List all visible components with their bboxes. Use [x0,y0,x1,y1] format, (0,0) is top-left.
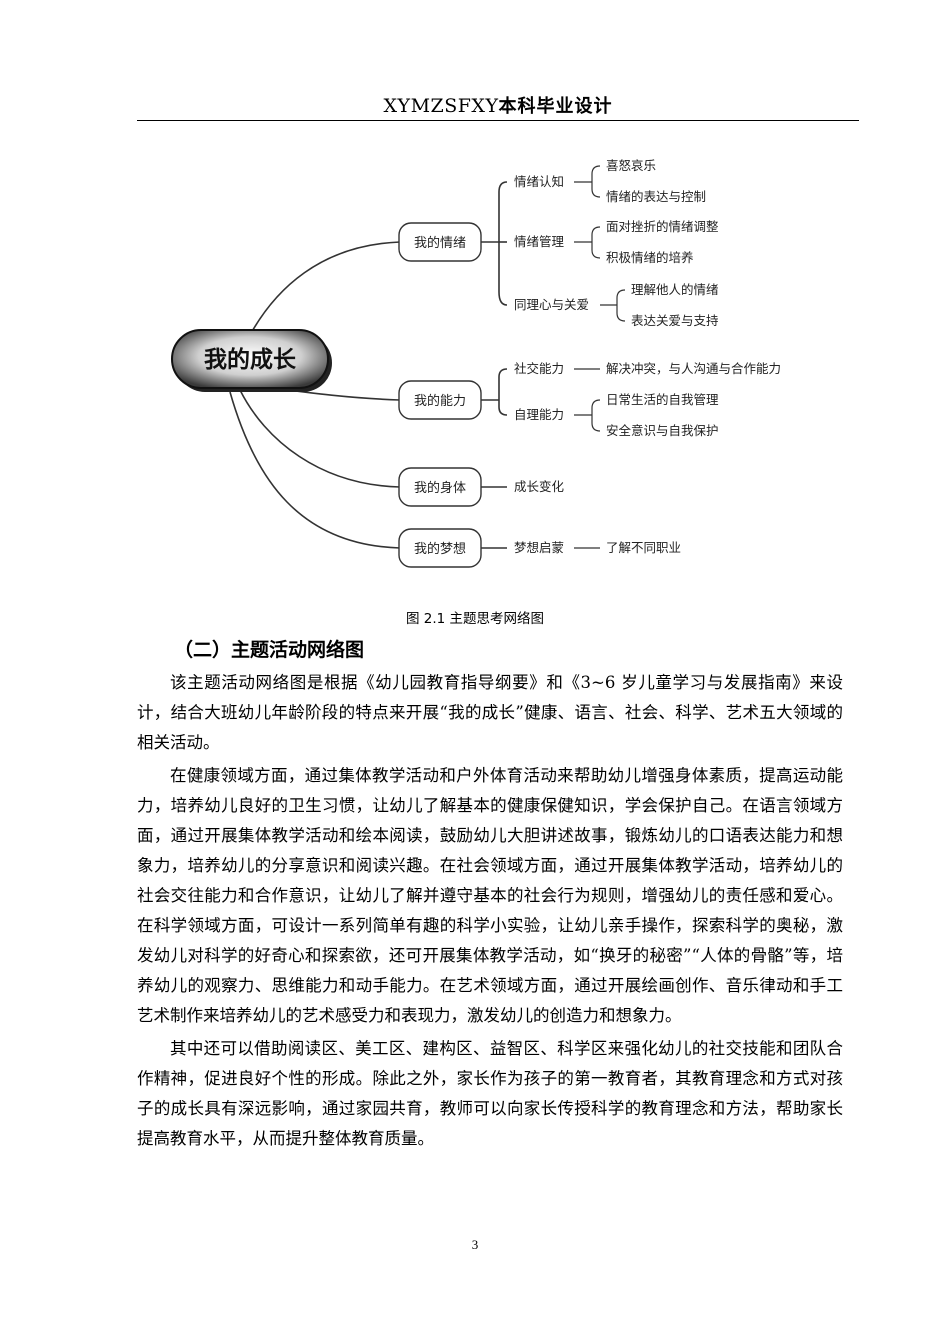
leaf-emotion-expression: 情绪的表达与控制 [606,189,706,204]
leaf-careers: 了解不同职业 [606,540,681,555]
root-node [171,329,329,389]
mind-map: 我的成长 我的情绪 情绪认知 情绪管理 同理心与关爱 喜怒哀乐 情绪的表达与控制… [171,158,781,568]
header-title: 本科毕业设计 [498,96,613,117]
branch-emotion-label: 我的情绪 [414,235,466,251]
section-title: （二）主题活动网络图 [174,639,365,661]
leaf-conflict-resolution: 解决冲突，与人沟通与合作能力 [606,361,781,376]
sub-social-ability: 社交能力 [514,361,564,376]
edge-root-dream [229,391,401,549]
sub-empathy: 同理心与关爱 [514,297,589,312]
paragraph: 其中还可以借助阅读区、美工区、建构区、益智区、科学区来强化幼儿的社交技能和团队合… [137,1039,843,1148]
body-text: 该主题活动网络图是根据《幼儿园教育指导纲要》和《3~6 岁儿童学习与发展指南》来… [137,668,843,1157]
figure-caption: 图 2.1 主题思考网络图 [405,611,545,627]
leaf-express-care: 表达关爱与支持 [631,313,719,328]
leaf-emotions-basic: 喜怒哀乐 [606,158,656,173]
leaf-understand-others: 理解他人的情绪 [631,282,719,297]
leaf-positive-emotion: 积极情绪的培养 [606,250,694,265]
page-number: 3 [471,1237,479,1252]
sub-emotion-management: 情绪管理 [514,234,565,249]
edge-root-emotion [249,241,401,336]
sub-emotion-recognition: 情绪认知 [514,174,564,189]
branch-dream-label: 我的梦想 [414,541,466,557]
branch-body-label: 我的身体 [414,480,466,496]
sub-self-care: 自理能力 [514,407,564,422]
branch-ability-label: 我的能力 [414,393,466,409]
root-label: 我的成长 [204,346,297,373]
edge-root-body [239,389,401,488]
sub-growth-change: 成长变化 [514,479,565,494]
leaf-daily-self-management: 日常生活的自我管理 [606,392,719,407]
paragraph: 该主题活动网络图是根据《幼儿园教育指导纲要》和《3~6 岁儿童学习与发展指南》来… [137,673,843,752]
sub-dream-enlightenment: 梦想启蒙 [514,540,564,555]
paragraph: 在健康领域方面，通过集体教学活动和户外体育活动来帮助幼儿增强身体素质，提高运动能… [137,766,843,1025]
header-latin: XYMZSFXY [383,95,499,117]
leaf-safety-awareness: 安全意识与自我保护 [606,423,719,438]
page-header: XYMZSFXY本科毕业设计 [137,92,859,121]
leaf-frustration: 面对挫折的情绪调整 [606,219,719,234]
